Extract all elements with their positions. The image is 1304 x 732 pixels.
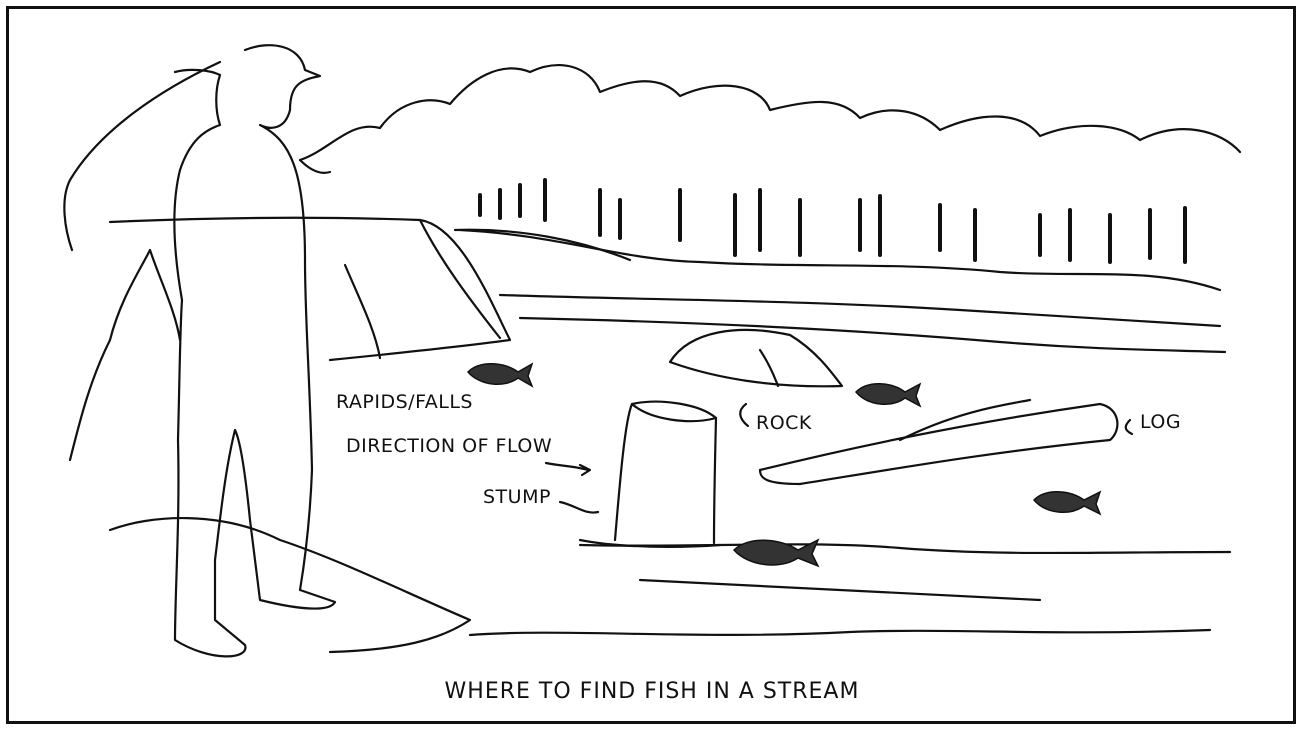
fisherman (174, 45, 335, 656)
falls (110, 218, 510, 360)
fish-shape (468, 364, 532, 386)
tree-strokes (480, 180, 1185, 262)
flow-arrow (546, 463, 590, 475)
log-shape (760, 404, 1117, 484)
label-stump: STUMP (483, 488, 551, 507)
river-near-edge (580, 544, 1230, 553)
grass (470, 630, 1210, 635)
fishing-rod (64, 62, 220, 250)
rock-shape (670, 330, 842, 386)
foreground-rock (110, 518, 470, 652)
fish-shape (856, 384, 920, 406)
label-log: LOG (1140, 413, 1181, 432)
stump-shape (615, 402, 716, 543)
label-rock: ROCK (756, 414, 812, 433)
fish-shape (1034, 492, 1100, 514)
treeline (300, 65, 1240, 160)
label-rapids-falls: RAPIDS/FALLS (336, 393, 473, 412)
far-bank (460, 230, 1220, 290)
label-direction-of-flow: DIRECTION OF FLOW (346, 437, 552, 456)
figure-caption: WHERE TO FIND FISH IN A STREAM (0, 679, 1304, 704)
bush (70, 250, 180, 460)
